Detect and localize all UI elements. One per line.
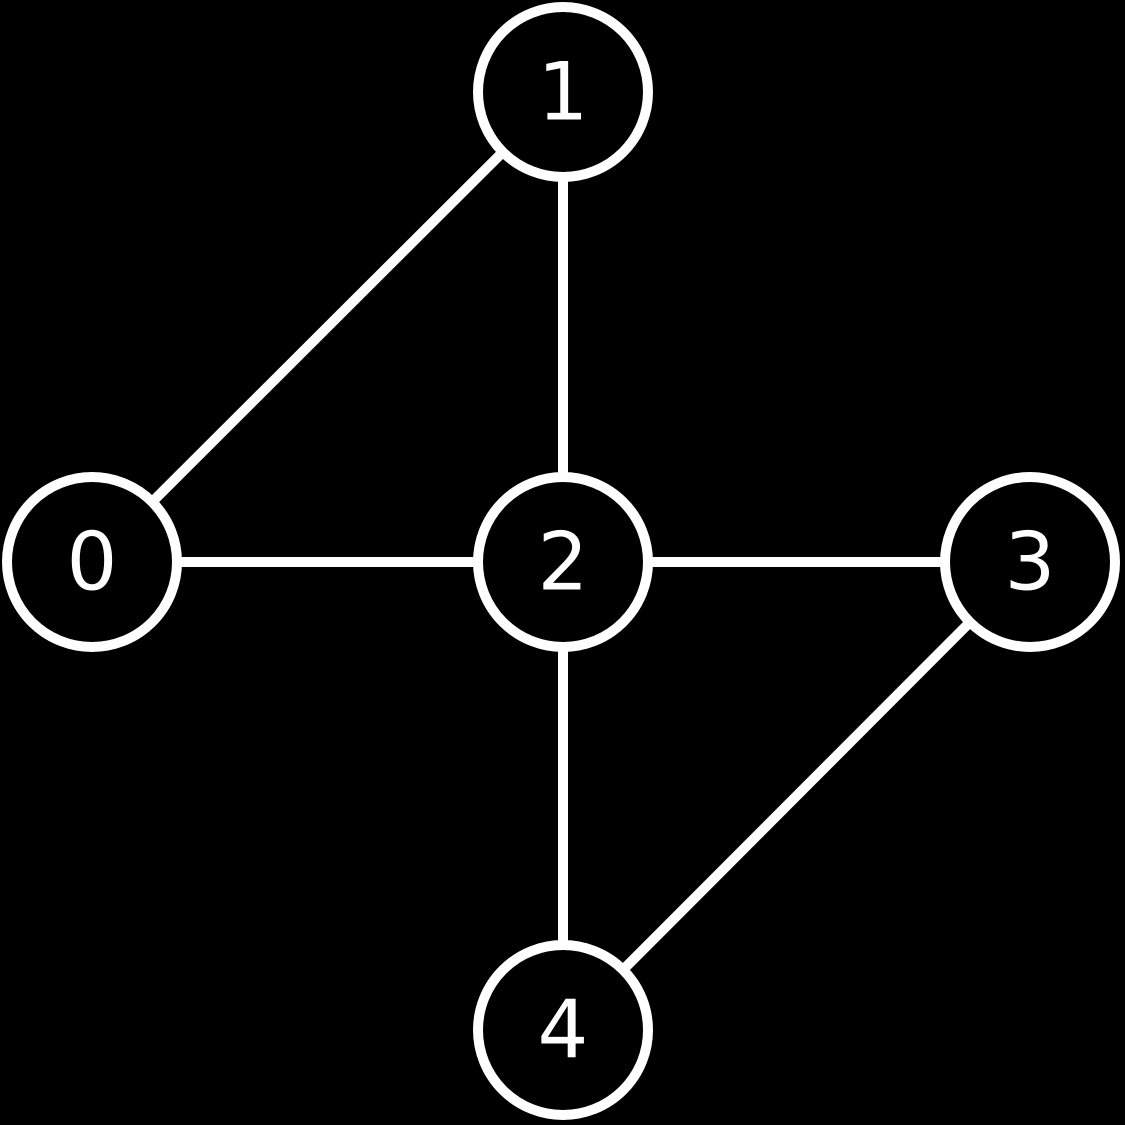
node-label: 4	[538, 984, 589, 1077]
node-circle	[473, 940, 653, 1120]
node-0: 0	[2, 472, 182, 652]
node-label: 1	[538, 46, 589, 139]
edge-layer	[148, 148, 974, 974]
edge-3-4	[619, 618, 974, 974]
node-4: 4	[473, 940, 653, 1120]
node-circle	[2, 472, 182, 652]
node-circle	[473, 472, 653, 652]
edge-0-1	[148, 148, 507, 506]
node-circle	[940, 472, 1120, 652]
node-label: 3	[1005, 516, 1056, 609]
node-label: 0	[67, 516, 118, 609]
node-circle	[473, 2, 653, 182]
node-2: 2	[473, 472, 653, 652]
node-1: 1	[473, 2, 653, 182]
node-label: 2	[538, 516, 589, 609]
node-3: 3	[940, 472, 1120, 652]
